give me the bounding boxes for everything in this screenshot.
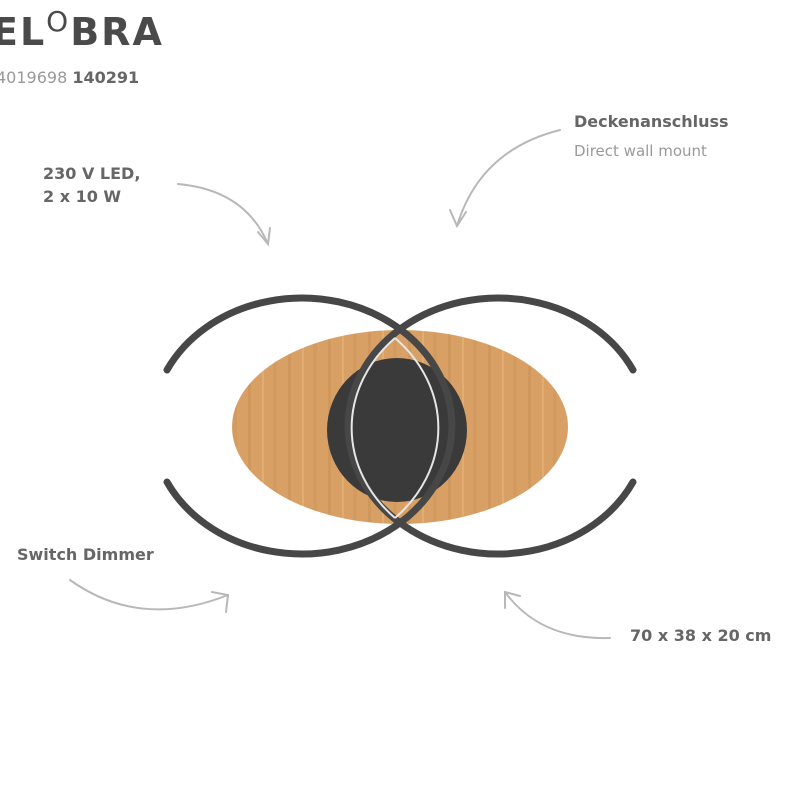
arrows xyxy=(69,129,611,640)
left-ring xyxy=(163,294,456,558)
arrowhead-icon xyxy=(257,227,271,247)
logo-text: O xyxy=(46,5,71,38)
right-ring xyxy=(344,294,637,558)
logo-text: BRA xyxy=(70,10,164,54)
mount-subtitle: Direct wall mount xyxy=(574,142,707,160)
product-code: 4019698 140291 xyxy=(0,68,139,87)
brand-logo: ELOBRA xyxy=(0,5,164,54)
power-label: 230 V LED, 2 x 10 W xyxy=(43,162,140,208)
led-lens xyxy=(350,337,440,519)
arrow-dimensions xyxy=(504,591,611,640)
power-line-2: 2 x 10 W xyxy=(43,187,122,206)
ean-number: 4019698 xyxy=(0,68,68,87)
rings xyxy=(163,294,637,558)
article-number: 140291 xyxy=(72,68,140,87)
dimensions-label: 70 x 38 x 20 cm xyxy=(630,626,772,645)
mount-title: Deckenanschluss xyxy=(574,112,729,131)
switch-label: Switch Dimmer xyxy=(17,545,154,564)
arrow-switch xyxy=(69,579,229,611)
arrowhead-icon xyxy=(211,591,230,613)
power-line-1: 230 V LED, xyxy=(43,164,141,183)
arrowhead-icon xyxy=(449,209,467,229)
arrowhead-icon xyxy=(504,590,521,609)
logo-text: EL xyxy=(0,10,47,54)
arrow-mount xyxy=(456,129,561,227)
arrow-power xyxy=(177,183,269,245)
